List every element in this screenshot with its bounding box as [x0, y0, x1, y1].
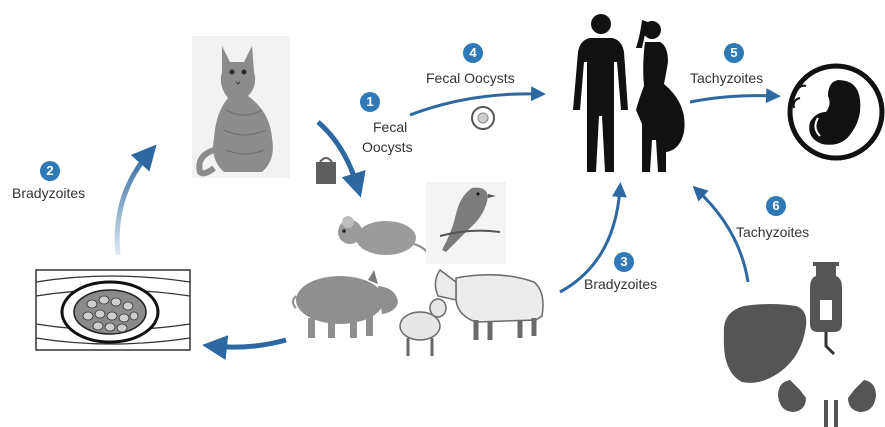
pig-illustration	[293, 270, 398, 338]
humans-silhouette	[573, 14, 685, 172]
arrow-humans-to-fetus	[690, 96, 775, 102]
oocyst-icon	[472, 107, 494, 129]
organ-transplant-icon	[724, 262, 876, 427]
step-6-badge: 6	[766, 196, 786, 216]
tissue-cyst-illustration	[36, 270, 190, 350]
step-1-badge: 1	[360, 92, 380, 112]
cat-illustration	[192, 36, 290, 178]
step-4-label: Fecal Oocysts	[426, 70, 515, 87]
cow-illustration	[435, 270, 543, 340]
step-3-badge: 3	[614, 252, 634, 272]
step-3-label: Bradyzoites	[584, 276, 657, 293]
bird-illustration	[426, 182, 506, 264]
mouse-illustration	[338, 216, 429, 262]
step-1-label-line1: Fecal	[373, 119, 407, 136]
step-2-badge: 2	[40, 161, 60, 181]
litter-bag-icon	[316, 158, 336, 184]
step-5-label: Tachyzoites	[690, 70, 763, 87]
arrow-livestock-to-tissue-cyst	[212, 340, 286, 347]
step-1-label-line2: Oocysts	[362, 139, 413, 156]
fetus-icon	[790, 66, 882, 158]
step-2-label: Bradyzoites	[12, 185, 85, 202]
sheep-illustration	[400, 299, 446, 356]
step-5-badge: 5	[724, 43, 744, 63]
step-4-badge: 4	[463, 43, 483, 63]
arrow-tissue-cyst-to-cat	[117, 152, 150, 255]
step-6-label: Tachyzoites	[736, 224, 809, 241]
